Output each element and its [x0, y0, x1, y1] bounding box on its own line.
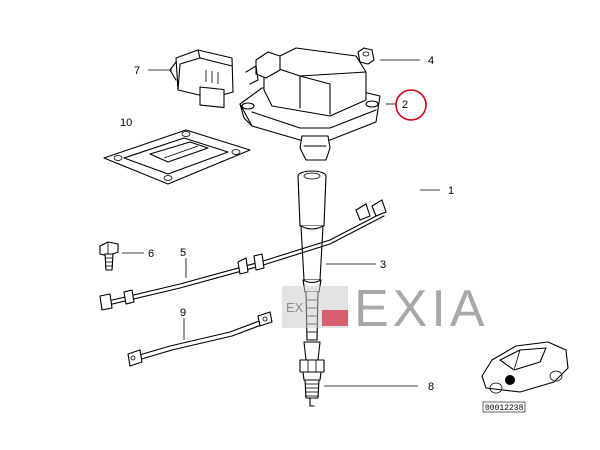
watermark-logo: EX EXIA	[282, 280, 489, 338]
diagram-code-box: 00012238	[482, 401, 526, 413]
location-marker-dot	[505, 375, 515, 385]
callout-7: 7	[134, 65, 140, 77]
callout-4: 4	[428, 55, 434, 67]
screw-part	[99, 241, 119, 271]
callout-8: 8	[428, 381, 434, 393]
connector-plug-part	[169, 49, 234, 109]
callout-9: 9	[180, 307, 186, 319]
diagram-code-text: 00012238	[485, 404, 524, 413]
highlight-circle	[395, 89, 427, 121]
ground-cable-part	[127, 311, 273, 367]
nut-part	[357, 47, 375, 65]
callout-5: 5	[180, 247, 186, 259]
spark-plug-part	[299, 341, 325, 407]
callout-2: 2	[402, 99, 408, 111]
callout-10: 10	[120, 117, 132, 129]
wiring-harness-part	[99, 199, 387, 311]
callout-6: 6	[148, 248, 154, 260]
watermark-small-text: EX	[286, 300, 304, 315]
ignition-coil-part	[239, 47, 381, 161]
car-locator-thumbnail	[481, 341, 569, 394]
callout-1: 1	[448, 185, 454, 197]
gasket-part	[103, 129, 251, 185]
watermark-text: EXIA	[354, 280, 489, 338]
callout-3: 3	[380, 259, 386, 271]
